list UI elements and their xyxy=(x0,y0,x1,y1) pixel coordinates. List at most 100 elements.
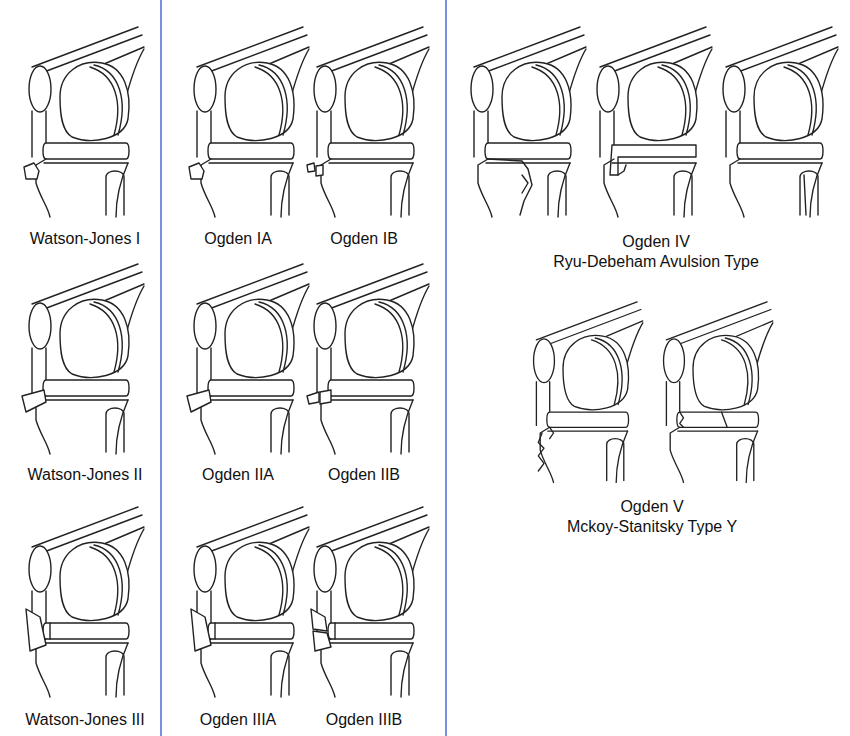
sketch-line xyxy=(281,163,293,217)
sketch-line xyxy=(532,67,560,135)
sketch-line xyxy=(201,159,215,217)
figure-caption: Ryu-Debeham Avulsion Type xyxy=(553,252,759,271)
sketch-line xyxy=(90,547,118,615)
knee-sketch xyxy=(471,27,586,217)
sketch-line xyxy=(316,165,323,176)
figure-caption: Ogden IIB xyxy=(328,465,400,484)
sketch-line xyxy=(60,542,129,620)
sketch-line xyxy=(329,162,413,163)
sketch-line xyxy=(317,507,423,547)
sketch-line xyxy=(804,175,806,215)
knee-sketch xyxy=(723,27,838,217)
sketch-line xyxy=(600,27,706,67)
sketch-line xyxy=(225,299,294,377)
sketch-line xyxy=(502,62,571,140)
sketch-line xyxy=(401,643,413,697)
sketch-line xyxy=(626,323,643,369)
knee-sketch xyxy=(597,27,712,217)
sketch-line xyxy=(612,162,696,163)
sketch-line xyxy=(291,529,309,577)
sketch-line xyxy=(32,27,138,67)
sketch-line xyxy=(43,623,129,639)
sketch-line xyxy=(187,390,211,412)
sketch-line xyxy=(196,348,197,394)
figure-caption: Ogden IB xyxy=(330,229,398,248)
sketch-line xyxy=(329,642,413,643)
figure-caption: Ogden V xyxy=(620,497,683,516)
sketch-line xyxy=(536,65,564,135)
sketch-line xyxy=(106,651,124,695)
sketch-line xyxy=(536,302,637,340)
sketch-line xyxy=(259,302,287,372)
sketch-line xyxy=(209,162,293,163)
sketch-line xyxy=(94,65,122,135)
sketch-line xyxy=(311,609,327,631)
sketch-line xyxy=(49,623,50,639)
sketch-line xyxy=(291,49,309,97)
patella-sketch xyxy=(194,303,216,349)
sketch-line xyxy=(677,412,759,427)
sketch-line xyxy=(375,547,403,615)
sketch-line xyxy=(191,609,211,651)
figure-caption: Ogden IIIB xyxy=(326,710,403,729)
sketch-line xyxy=(391,408,409,452)
sketch-line xyxy=(680,412,684,427)
sketch-line xyxy=(196,111,197,157)
sketch-line xyxy=(36,159,50,217)
sketch-line xyxy=(411,49,429,97)
patella-sketch xyxy=(29,303,51,349)
sketch-line xyxy=(628,62,697,140)
patella-sketch xyxy=(314,546,336,592)
sketch-line xyxy=(291,286,309,334)
sketch-line xyxy=(726,27,832,67)
sketch-line xyxy=(255,547,283,615)
sketch-line xyxy=(60,299,129,377)
sketch-line xyxy=(548,430,628,431)
sketch-line xyxy=(670,427,683,482)
patella-sketch xyxy=(194,66,216,112)
sketch-line xyxy=(94,545,122,615)
knee-sketch xyxy=(26,507,144,697)
sketch-line xyxy=(90,67,118,135)
sketch-line xyxy=(401,400,413,454)
sketch-line xyxy=(558,163,570,217)
sketch-line xyxy=(486,162,570,163)
sketch-line xyxy=(116,643,128,697)
sketch-line xyxy=(694,49,712,97)
sketch-line xyxy=(820,49,838,97)
sketch-line xyxy=(307,163,315,172)
sketch-line xyxy=(44,399,128,400)
knee-sketch xyxy=(187,264,309,454)
sketch-line xyxy=(116,163,128,217)
knee-sketch xyxy=(24,27,144,217)
sketch-line xyxy=(547,412,629,427)
sketch-line xyxy=(666,302,767,340)
figure-caption: Mckoy-Stanitsky Type Y xyxy=(567,517,737,536)
sketch-line xyxy=(320,390,331,404)
sketch-line xyxy=(271,651,289,695)
sketch-line xyxy=(738,162,822,163)
knee-sketch xyxy=(534,302,643,483)
sketch-line xyxy=(24,163,39,179)
sketch-line xyxy=(536,382,537,426)
sketch-line xyxy=(550,427,554,438)
sketch-line xyxy=(126,286,144,334)
sketch-line xyxy=(189,163,204,179)
sketch-line xyxy=(684,163,696,217)
knee-sketch xyxy=(664,302,773,483)
sketch-line xyxy=(599,111,600,157)
sketch-line xyxy=(329,399,413,400)
sketch-line xyxy=(401,163,413,217)
sketch-line xyxy=(754,62,823,140)
sketch-line xyxy=(281,643,293,697)
sketch-line xyxy=(595,338,622,405)
sketch-line xyxy=(658,67,686,135)
sketch-line xyxy=(737,439,754,481)
sketch-line xyxy=(345,542,414,620)
sketch-line xyxy=(746,431,757,482)
sketch-line xyxy=(328,623,414,639)
sketch-line xyxy=(259,65,287,135)
sketch-line xyxy=(321,396,335,454)
